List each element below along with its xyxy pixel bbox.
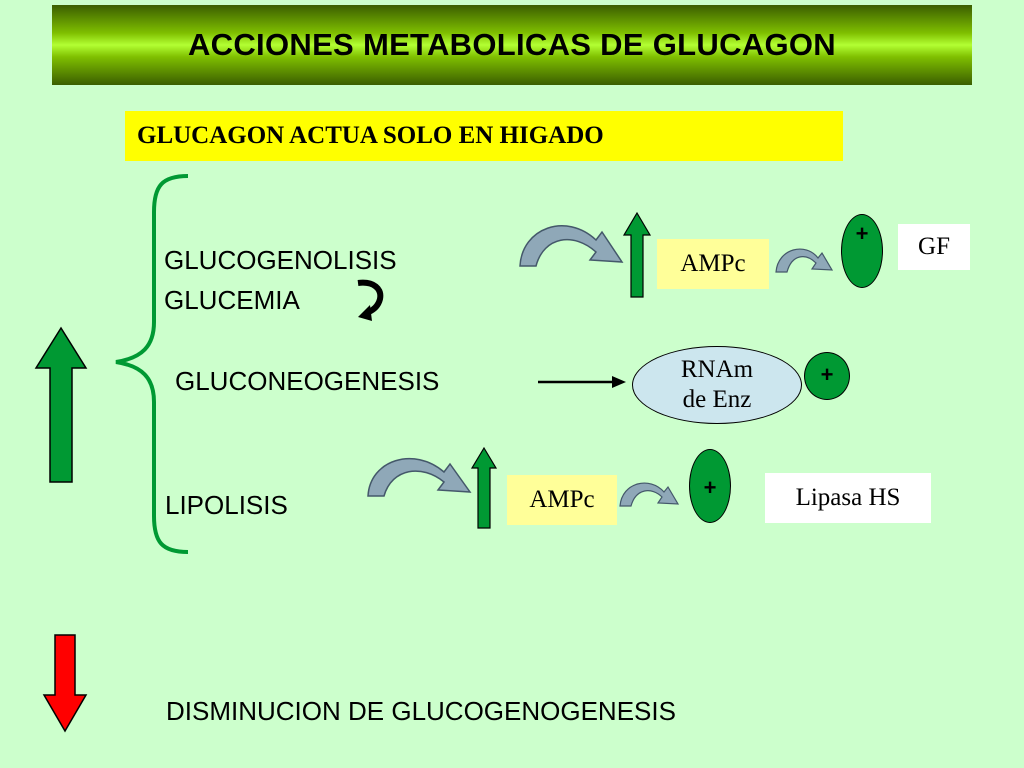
rnam-line2: de Enz (682, 386, 752, 413)
big-up-arrow-icon (34, 326, 88, 483)
right-arrow-icon (538, 376, 626, 388)
title-bar: ACCIONES METABOLICAS DE GLUCAGON (52, 5, 972, 85)
glucemia-label: GLUCEMIA (164, 285, 300, 315)
subtitle-box: GLUCAGON ACTUA SOLO EN HIGADO (125, 111, 843, 161)
curved-arrow-icon-bottom (367, 457, 472, 497)
plus-circle-bottom: + (689, 449, 731, 523)
gf-box: GF (898, 224, 970, 270)
plus-circle-middle: + (804, 352, 850, 400)
gluconeogenesis-label: GLUCONEOGENESIS (175, 366, 440, 396)
small-curved-arrow-icon-top (775, 248, 834, 273)
rnam-line1: RNAm (680, 356, 754, 383)
rnam-ellipse: RNAm de Enz (632, 346, 802, 424)
small-curved-arrow-icon-bottom (619, 482, 680, 507)
big-down-arrow-icon (42, 634, 88, 733)
glucogenolisis-label: GLUCOGENOLISIS (164, 245, 397, 275)
ampc-box-top: AMPc (657, 239, 769, 289)
page-title: ACCIONES METABOLICAS DE GLUCAGON (188, 27, 836, 62)
curved-arrow-icon-top (519, 225, 624, 267)
lipolisis-label: LIPOLISIS (165, 490, 288, 520)
curly-bracket-icon (115, 174, 189, 554)
up-arrow-icon-bottom (470, 446, 498, 529)
turn-arrow-icon (357, 279, 384, 321)
lipasa-box: Lipasa HS (765, 473, 931, 523)
disminucion-label: DISMINUCION DE GLUCOGENOGENESIS (166, 696, 676, 726)
plus-circle-top: + (841, 214, 883, 288)
ampc-box-bottom: AMPc (507, 475, 617, 525)
subtitle-text: GLUCAGON ACTUA SOLO EN HIGADO (137, 122, 604, 149)
up-arrow-icon-top (622, 211, 652, 298)
